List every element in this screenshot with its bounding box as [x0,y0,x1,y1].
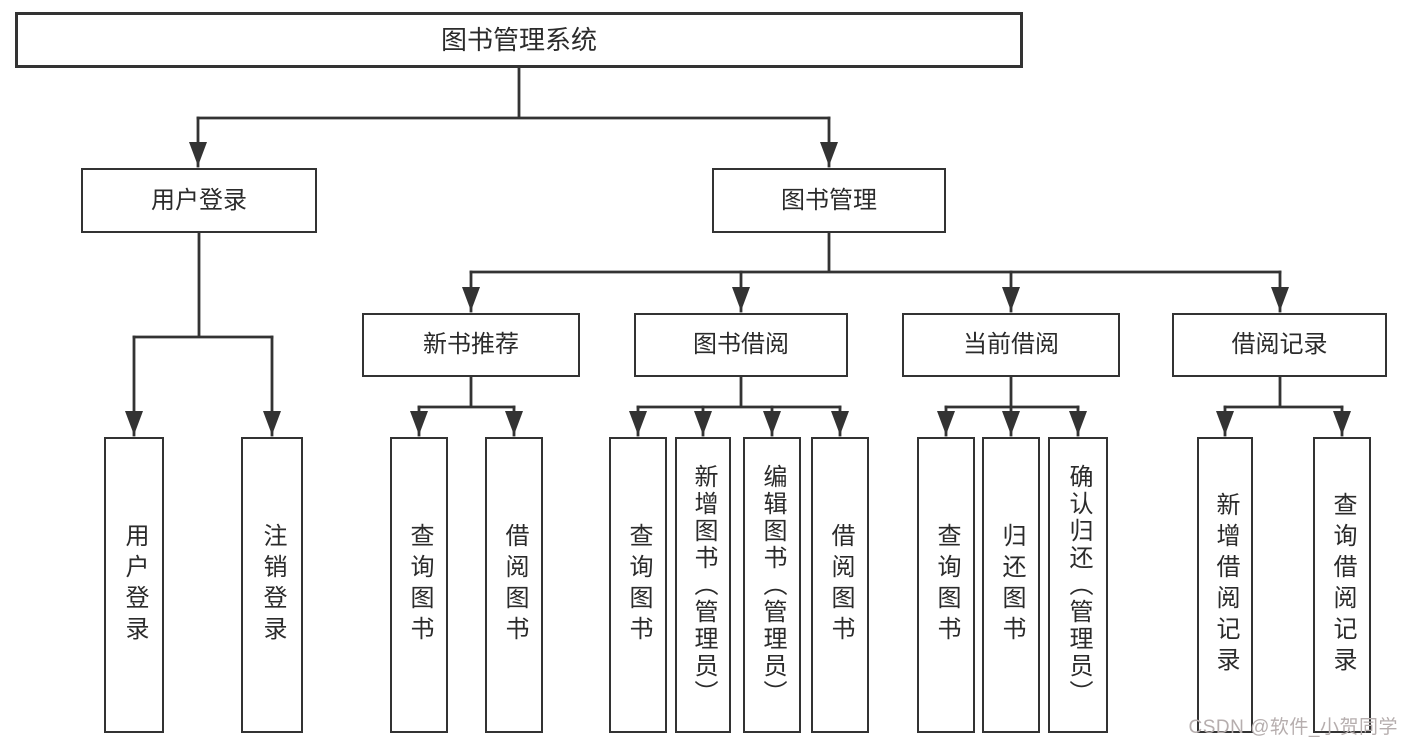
leaf-cb-return-books-label: 归还图书 [998,523,1025,647]
leaf-cb-query-books: 查询图书 [917,437,975,733]
edge-current-borrow-branch [944,375,1080,409]
watermark: CSDN @软件_小贺同学 [1188,717,1398,738]
leaf-bb-edit-books-label: 编辑图书（管理员） [759,463,786,707]
leaf-bb-query-books-label: 查询图书 [625,523,652,647]
edge-user-login-branch [132,231,274,339]
leaf-cb-confirm-return: 确认归还（管理员） [1048,437,1108,733]
leaf-bb-borrow-books: 借阅图书 [811,437,869,733]
node-borrow-records-label: 借阅记录 [1231,331,1328,358]
edge-root-branch [196,66,831,120]
edge-book-management-branch [469,231,1282,274]
leaf-nb-borrow-books: 借阅图书 [485,437,543,733]
node-user-login-label: 用户登录 [151,186,247,214]
leaf-bb-add-books: 新增图书（管理员） [675,437,731,733]
leaf-bb-borrow-books-label: 借阅图书 [827,523,854,647]
leaf-user-login-label: 用户登录 [121,523,148,647]
leaf-bb-add-books-label: 新增图书（管理员） [690,463,717,707]
node-book-borrow: 图书借阅 [634,313,848,377]
node-book-management: 图书管理 [712,168,946,233]
leaf-br-add-record-label: 新增借阅记录 [1212,492,1239,678]
node-new-book-recommend-label: 新书推荐 [423,331,519,358]
edge-book-borrow-branch [636,375,842,409]
node-root-system: 图书管理系统 [15,12,1023,68]
node-current-borrow: 当前借阅 [902,313,1120,377]
leaf-logout-label: 注销登录 [259,523,286,647]
leaf-nb-query-books: 查询图书 [390,437,448,733]
leaf-user-login: 用户登录 [104,437,164,733]
node-user-login: 用户登录 [81,168,317,233]
node-book-management-label: 图书管理 [781,186,877,214]
node-borrow-records: 借阅记录 [1172,313,1387,377]
node-new-book-recommend: 新书推荐 [362,313,580,377]
leaf-nb-borrow-books-label: 借阅图书 [501,523,528,647]
node-current-borrow-label: 当前借阅 [963,331,1059,358]
leaf-cb-confirm-return-label: 确认归还（管理员） [1065,463,1092,707]
edge-borrow-records-branch [1223,375,1344,409]
leaf-bb-edit-books: 编辑图书（管理员） [743,437,801,733]
leaf-bb-query-books: 查询图书 [609,437,667,733]
leaf-br-query-record-label: 查询借阅记录 [1329,492,1356,678]
node-root-system-label: 图书管理系统 [440,25,597,55]
leaf-nb-query-books-label: 查询图书 [406,523,433,647]
leaf-br-query-record: 查询借阅记录 [1313,437,1371,733]
node-book-borrow-label: 图书借阅 [693,331,789,358]
leaf-cb-return-books: 归还图书 [982,437,1040,733]
edge-new-book-branch [417,375,516,409]
leaf-cb-query-books-label: 查询图书 [933,523,960,647]
leaf-logout: 注销登录 [241,437,303,733]
leaf-br-add-record: 新增借阅记录 [1197,437,1253,733]
